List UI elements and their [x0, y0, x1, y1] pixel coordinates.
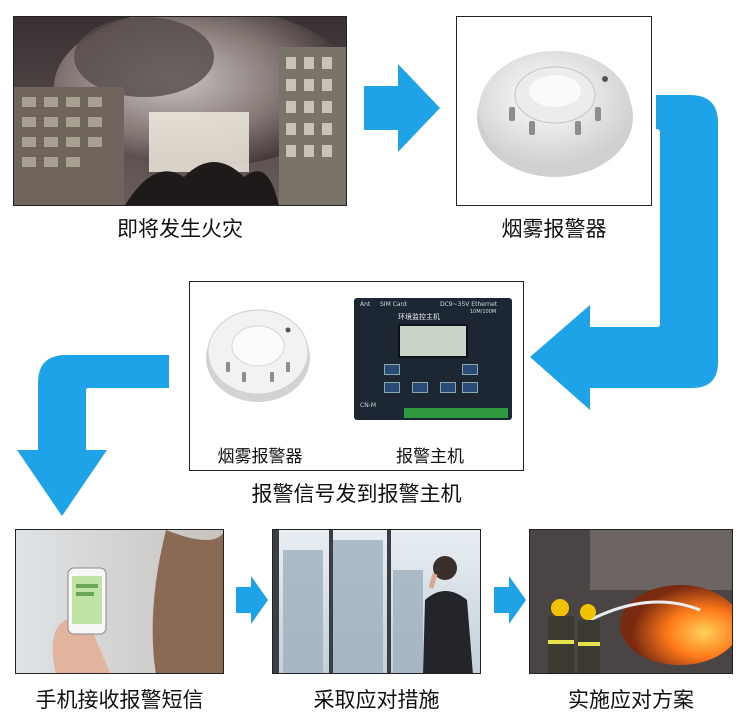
phone-in-hand-icon — [16, 530, 223, 673]
sms-label: 手机接收报警短信 — [35, 688, 204, 712]
panel-power: DC9~35V Ethernet — [440, 301, 498, 308]
panel-sim: SIM Card — [380, 301, 407, 308]
implement-photo — [529, 529, 733, 674]
fire-label: 即将发生火灾 — [117, 217, 243, 241]
group-smoke-detector-icon — [206, 309, 310, 402]
smoke-detector-icon — [477, 51, 633, 177]
alarm-group: 烟雾报警器 Ant SIM Card DC9~35V Ethernet 10M/… — [189, 281, 524, 471]
fire-photo — [13, 16, 347, 206]
man-on-phone-icon — [273, 530, 480, 673]
alarm-group-caption: 报警信号发到报警主机 — [251, 482, 462, 506]
panel-title: 环境监控主机 — [398, 313, 440, 321]
host-panel: Ant SIM Card DC9~35V Ethernet 10M/100M 环… — [354, 298, 512, 420]
arrow-right-2 — [236, 576, 268, 624]
panel-lan: 10M/100M — [470, 309, 497, 315]
group-detector-label: 烟雾报警器 — [217, 447, 303, 467]
respond-photo — [272, 529, 481, 674]
panel-lcd — [398, 324, 468, 358]
sms-photo — [15, 529, 224, 674]
panel-buttons — [382, 364, 486, 398]
panel-terminals — [404, 408, 508, 418]
building-fire-icon — [14, 17, 346, 205]
respond-label: 采取应对措施 — [313, 688, 440, 712]
panel-cn: CN-M — [360, 402, 377, 409]
panel-ant: Ant — [360, 301, 371, 308]
arrow-curve-down — [530, 95, 718, 410]
group-host-label: 报警主机 — [396, 447, 464, 467]
arrow-right-1 — [364, 64, 440, 152]
detector-photo — [456, 16, 652, 206]
arrow-curve-left-down — [17, 355, 169, 516]
arrow-right-3 — [494, 576, 526, 624]
implement-label: 实施应对方案 — [568, 688, 694, 712]
detector-label: 烟雾报警器 — [501, 217, 607, 241]
firefighters-icon — [530, 530, 732, 673]
